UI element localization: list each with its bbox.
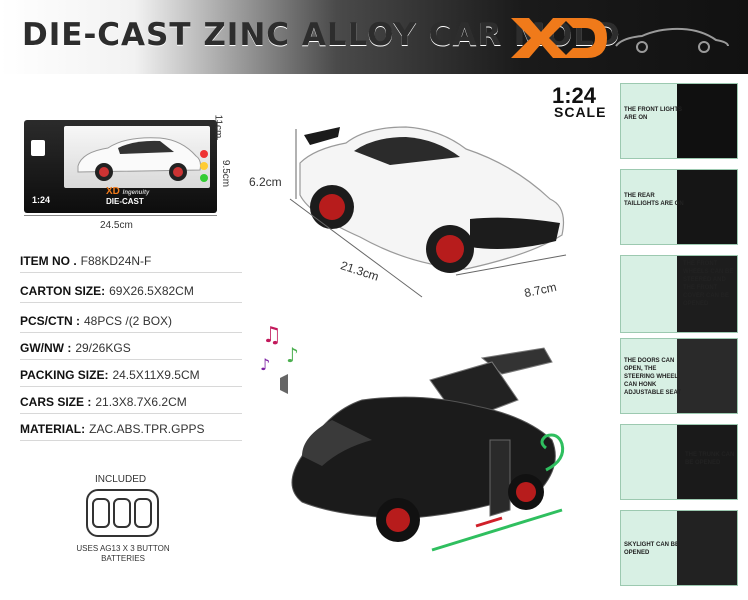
feature-doors-image bbox=[677, 339, 737, 413]
box-badge-icon bbox=[31, 140, 45, 156]
feature-rear-taillights-image bbox=[677, 170, 737, 244]
feature-front-wheels-image bbox=[677, 256, 737, 332]
scale-label: SCALE bbox=[554, 104, 607, 120]
battery-note: USES AG13 X 3 BUTTON BATTERIES bbox=[76, 544, 170, 563]
box-brand-label: XD Ingenuity DIE-CAST bbox=[106, 186, 150, 206]
car-height-label: 6.2cm bbox=[249, 175, 282, 189]
main-car-white-image bbox=[289, 126, 567, 298]
box-scale-label: 1:24 bbox=[32, 195, 51, 205]
spec-pcs-ctn: PCS/CTN :48PCS /(2 BOX) bbox=[20, 314, 242, 333]
feature-skylight-image bbox=[677, 511, 737, 585]
feature-doors: THE DOORS CAN OPEN, THE STEERING WHEEL C… bbox=[620, 338, 738, 414]
battery-pack-icon bbox=[86, 489, 159, 537]
feature-trunk-image bbox=[677, 425, 737, 499]
spec-packing-size: PACKING SIZE:24.5X11X9.5CM bbox=[20, 368, 242, 387]
box-dim-line bbox=[217, 120, 218, 140]
spec-gw-nw: GW/NW :29/26KGS bbox=[20, 341, 242, 360]
box-depth-label: 9.5cm bbox=[220, 159, 232, 188]
feature-trunk: THE TRUNK CAN BE OPENED bbox=[620, 424, 738, 500]
spec-item-no: ITEM NO .F88KD24N-F bbox=[20, 254, 242, 273]
box-width-line bbox=[24, 215, 217, 216]
main-car-black-image bbox=[291, 347, 565, 552]
svg-text:♫: ♫ bbox=[262, 323, 282, 348]
feature-front-lights-image bbox=[677, 84, 737, 158]
box-width-label: 24.5cm bbox=[100, 220, 133, 231]
spec-material: MATERIAL:ZAC.ABS.TPR.GPPS bbox=[20, 422, 242, 441]
brand-logo bbox=[511, 18, 607, 58]
feature-skylight: SKYLIGHT CAN BE OPENED bbox=[620, 510, 738, 586]
batteries-included-label: INCLUDED bbox=[95, 474, 147, 485]
feature-rear-taillights: THE REAR TAILLIGHTS ARE ON bbox=[620, 169, 738, 245]
scale-ratio: 1:24 bbox=[552, 83, 597, 108]
music-notes-icon: ♫ ♪ ♪ bbox=[260, 323, 299, 394]
svg-text:♪: ♪ bbox=[286, 343, 299, 367]
box-window bbox=[64, 126, 210, 188]
feature-front-wheels: THE FRONT WHEELS CAN BE STEERED AND THE … bbox=[620, 255, 738, 333]
spec-carton-size: CARTON SIZE:69X26.5X82CM bbox=[20, 284, 242, 303]
box-height-label: 11cm bbox=[212, 114, 224, 139]
spec-cars-size: CARS SIZE :21.3X8.7X6.2CM bbox=[20, 395, 242, 414]
svg-text:♪: ♪ bbox=[260, 355, 270, 374]
retail-box-image: 1:24 XD Ingenuity DIE-CAST bbox=[24, 120, 217, 213]
feature-front-lights: THE FRONT LIGHTS ARE ON bbox=[620, 83, 738, 159]
header-banner: DIE-CAST ZINC ALLOY CAR MOLD bbox=[0, 0, 748, 74]
car-silhouette-icon bbox=[615, 27, 729, 53]
box-car-image bbox=[77, 137, 201, 181]
